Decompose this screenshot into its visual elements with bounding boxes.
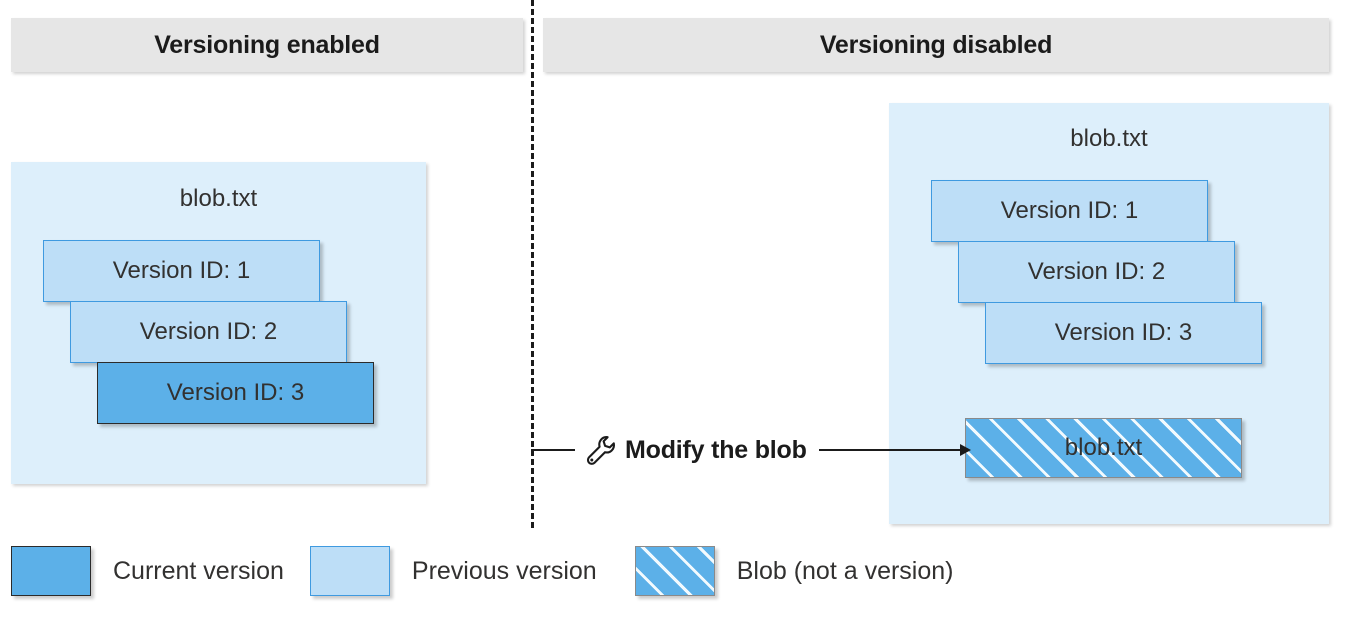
version-box-label: Version ID: 2 <box>1027 258 1166 285</box>
version-box-label: Version ID: 1 <box>1000 197 1139 224</box>
version-box-2-enabled: Version ID: 2 <box>70 301 347 363</box>
panel-header-label: Versioning enabled <box>154 30 380 59</box>
blob-container-title: blob.txt <box>179 185 258 212</box>
legend-item-current-version: Current version <box>11 543 284 599</box>
legend-label: Previous version <box>411 556 597 585</box>
legend-item-previous-version: Previous version <box>309 543 597 599</box>
modify-arrow-icon <box>818 444 971 456</box>
blob-box-label: blob.txt <box>1064 434 1143 461</box>
version-box-label: Version ID: 3 <box>166 379 305 406</box>
version-box-3-disabled: Version ID: 3 <box>985 302 1262 364</box>
panel-header-versioning-enabled: Versioning enabled <box>11 18 523 72</box>
version-box-3-enabled-current: Version ID: 3 <box>97 362 374 424</box>
legend: Current version Previous version Blob (n… <box>11 543 954 599</box>
version-box-label: Version ID: 3 <box>1054 319 1193 346</box>
version-box-label: Version ID: 1 <box>112 257 251 284</box>
legend-label: Blob (not a version) <box>736 556 954 585</box>
legend-item-blob-not-a-version: Blob (not a version) <box>634 543 954 599</box>
modify-the-blob-annotation: Modify the blob <box>531 424 971 476</box>
blob-box-not-a-version: blob.txt <box>965 418 1242 478</box>
version-box-1-enabled: Version ID: 1 <box>43 240 320 302</box>
legend-swatch-blob <box>634 546 715 596</box>
legend-swatch-current-version <box>11 546 91 596</box>
modify-the-blob-label: Modify the blob <box>625 435 807 464</box>
wrench-icon <box>581 430 621 470</box>
panel-header-label: Versioning disabled <box>819 30 1053 59</box>
version-box-1-disabled: Version ID: 1 <box>931 180 1208 242</box>
annotation-leader-line <box>531 449 575 451</box>
blob-container-title: blob.txt <box>1070 125 1148 152</box>
legend-label: Current version <box>113 556 284 585</box>
version-box-2-disabled: Version ID: 2 <box>958 241 1235 303</box>
panel-header-versioning-disabled: Versioning disabled <box>543 18 1329 72</box>
panel-divider <box>531 0 534 528</box>
legend-swatch-previous-version <box>309 546 390 596</box>
version-box-label: Version ID: 2 <box>139 318 278 345</box>
